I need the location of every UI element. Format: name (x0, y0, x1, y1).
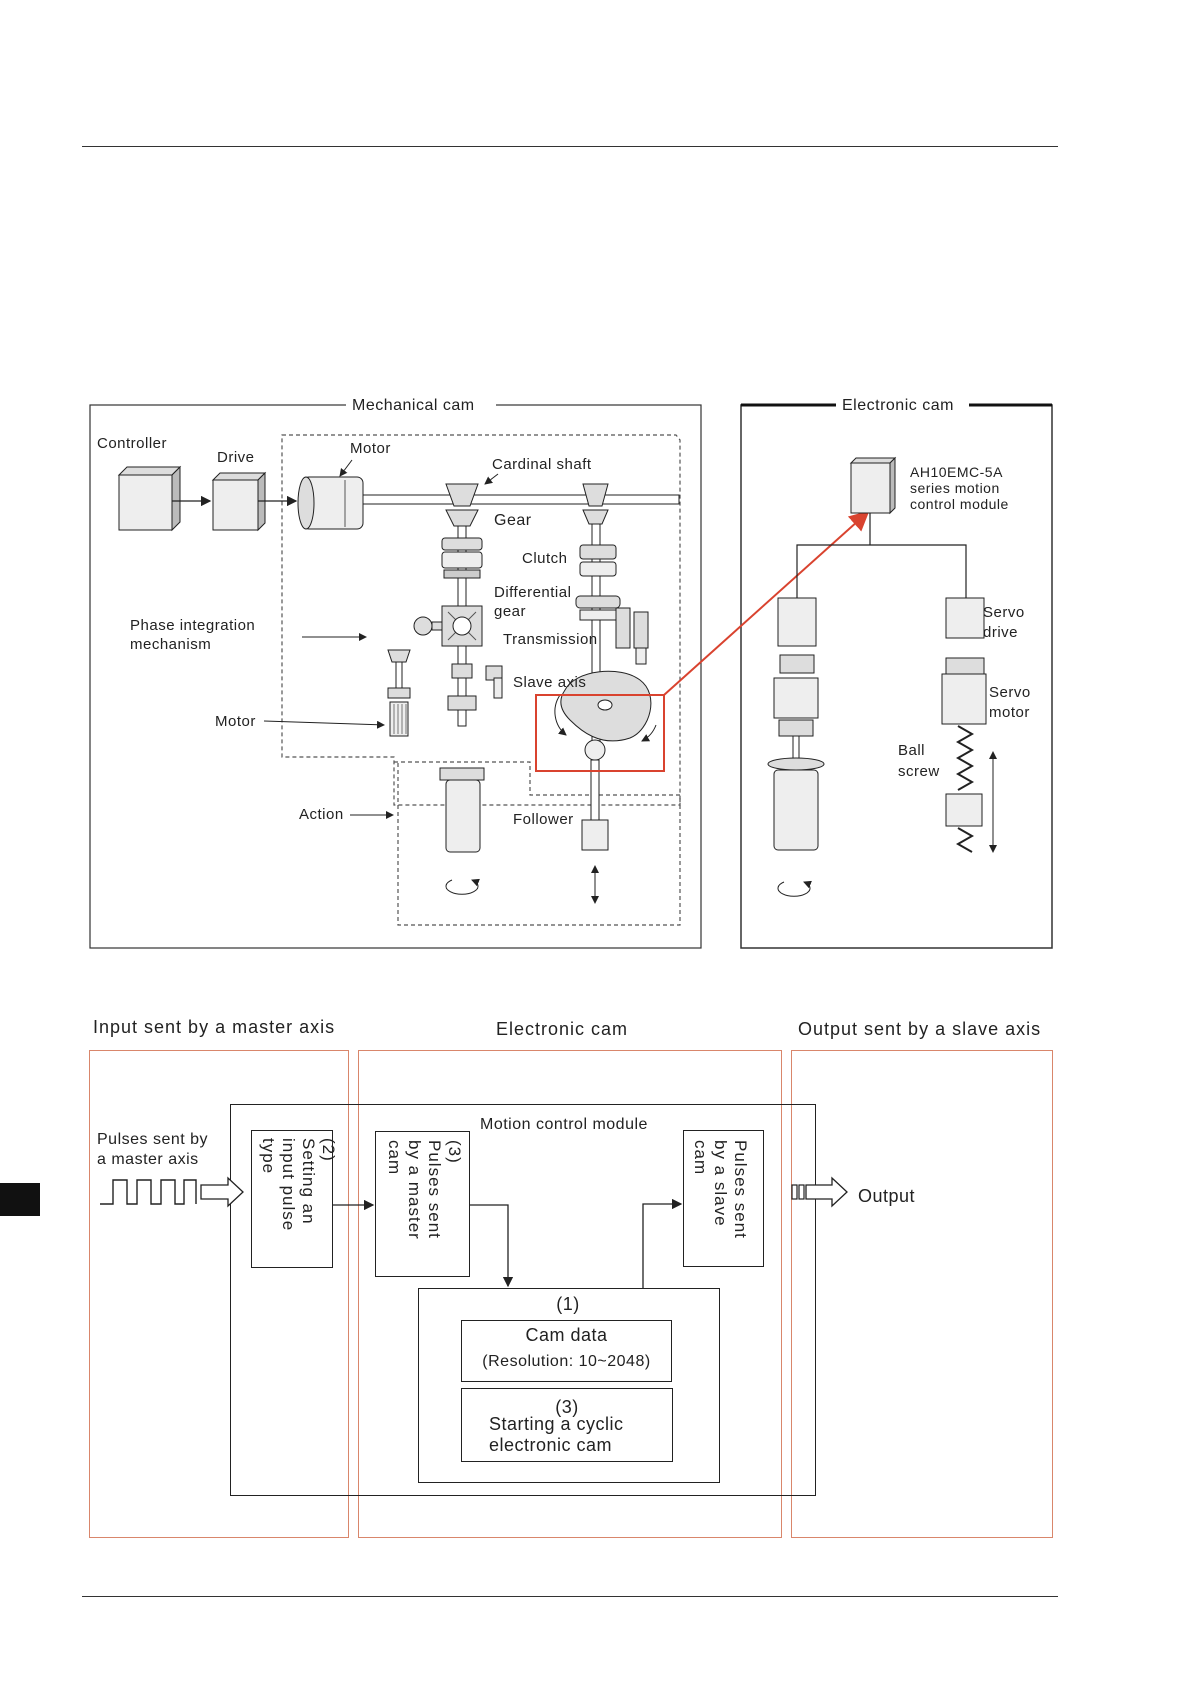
output-header: Output sent by a slave axis (798, 1019, 1042, 1039)
motor-bottom-label: Motor (215, 713, 256, 730)
action-dashed-region (394, 761, 681, 926)
output-column-box (791, 1050, 1053, 1538)
setting-input-box (251, 1130, 333, 1268)
follower-label: Follower (513, 811, 574, 828)
cam-highlight-box (535, 694, 665, 772)
input-header: Input sent by a master axis (93, 1017, 336, 1037)
cyclic-cam-text: Starting a cyclic electronic cam (489, 1414, 624, 1455)
mechanism-dashed-region (281, 434, 681, 806)
pulses-slave-cam-text: Pulses sent by a slave cam (691, 1140, 750, 1239)
pulses-master-cam-box (375, 1131, 470, 1277)
chapter-tab (0, 1183, 40, 1216)
controller-label: Controller (97, 435, 168, 452)
motion-control-module-label: Motion control module (480, 1116, 648, 1133)
right-mechanism-column (554, 509, 657, 904)
left-servo-stack (767, 597, 825, 897)
clutch-label: Clutch (522, 550, 568, 567)
cam-section-box (418, 1288, 720, 1483)
auxiliary-motor (387, 649, 411, 737)
mechanical-cam-title: Mechanical cam (352, 397, 475, 414)
setting-input-text: (2) Setting an input pulse type (259, 1138, 338, 1232)
electronic-cam-column-box (358, 1050, 782, 1538)
motion-module-cube (849, 456, 897, 515)
output-label: Output (858, 1186, 916, 1206)
ball-screw-label: Ball screw (898, 742, 940, 780)
transmission-label: Transmission (503, 631, 598, 648)
left-mechanism-column (413, 509, 503, 895)
cam-illustration (89, 398, 1053, 949)
electronic-cam-header: Electronic cam (496, 1019, 629, 1039)
gear-label: Gear (494, 512, 532, 529)
cam-section-number: (1) (556, 1294, 580, 1314)
cardinal-shaft-label: Cardinal shaft (492, 456, 592, 473)
right-servo-stack (941, 597, 997, 853)
footer-rule (82, 1596, 1058, 1597)
slave-axis-label: Slave axis (513, 674, 587, 691)
pulses-master-input-label: Pulses sent by a master axis (97, 1131, 209, 1168)
header-rule (82, 146, 1058, 147)
output-hollow-arrow (805, 1176, 848, 1208)
motion-control-module-box (230, 1104, 816, 1496)
motor-top-label: Motor (350, 440, 391, 457)
module-label: AH10EMC-5A series motion control module (910, 464, 1009, 512)
pulse-waveform (100, 1179, 197, 1205)
cyclic-cam-box (461, 1388, 673, 1462)
drive-cube (211, 471, 267, 532)
cam-data-label: Cam data (525, 1325, 608, 1345)
servo-drive-label: Servo drive (983, 604, 1025, 641)
phase-integration-label: Phase integration mechanism (130, 617, 256, 653)
input-column-box (89, 1050, 349, 1538)
cam-data-box (461, 1320, 672, 1382)
cam-to-module-arrow (663, 510, 870, 696)
block-diagram-connectors (100, 1176, 848, 1288)
differential-gear-label: Differential gear (494, 584, 572, 620)
resolution-label: (Resolution: 10~2048) (482, 1353, 651, 1370)
servo-motor-label: Servo motor (989, 684, 1031, 721)
pulses-slave-cam-box (683, 1130, 764, 1267)
input-hollow-arrow (200, 1176, 244, 1208)
action-label: Action (299, 806, 344, 823)
cyclic-cam-number: (3) (555, 1397, 579, 1417)
pulses-master-cam-text: (3) Pulses sent by a master cam (385, 1140, 464, 1240)
controller-cube (117, 465, 182, 532)
electronic-cam-panel-title: Electronic cam (842, 397, 954, 414)
drive-label: Drive (217, 449, 255, 466)
top-motor (297, 476, 364, 530)
